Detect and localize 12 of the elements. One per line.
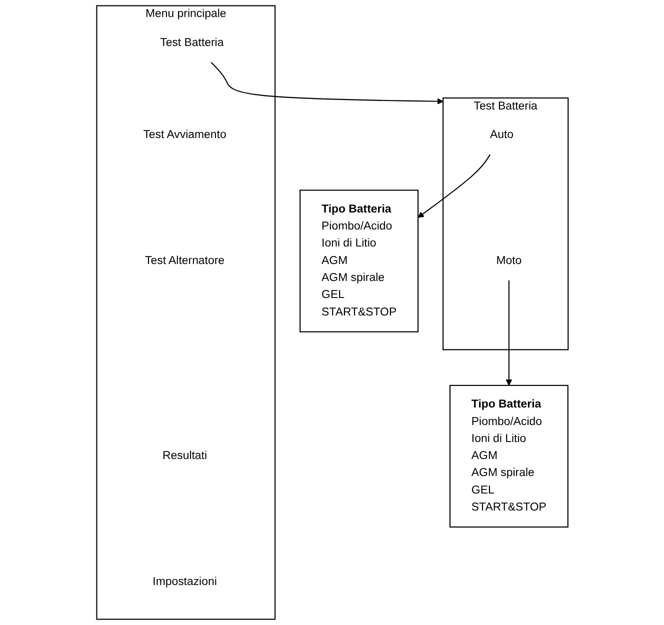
node-box: Tipo Batteria Piombo/Acido Ioni di Litio AGM AGM spirale GEL START&STOP — [449, 384, 568, 528]
arrow — [210, 62, 443, 104]
node-text: Test Alternatore — [144, 254, 224, 267]
node-text: Impostazioni — [152, 576, 216, 588]
node-text: Test Avviamento — [142, 128, 226, 141]
node-text: Moto — [496, 254, 522, 267]
node-box: Tipo Batteria Piombo/Acido Ioni di Litio AGM AGM spirale GEL START&STOP — [299, 190, 418, 332]
node-text: Test Batteria — [160, 36, 224, 49]
node-text: Resultati — [162, 450, 207, 462]
node-text: Auto — [490, 128, 514, 141]
arrow — [505, 280, 512, 386]
arrow — [417, 154, 490, 218]
